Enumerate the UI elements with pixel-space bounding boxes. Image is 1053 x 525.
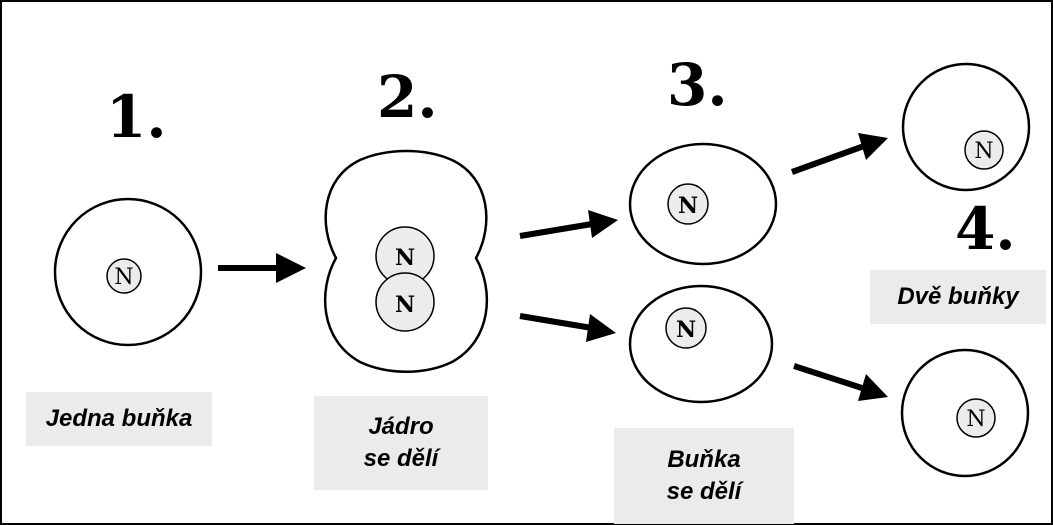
nucleus-label: N (966, 407, 985, 432)
caption-two-cells: Dvě buňky (870, 270, 1046, 324)
nucleus-label: N (974, 139, 993, 164)
step-number-1: 1. (106, 83, 167, 151)
arrow-3-to-4-upper (790, 133, 888, 175)
arrow-2-to-3-upper (519, 210, 618, 239)
caption-one-cell: Jedna buňka (26, 392, 212, 446)
stage-1-cell: N (53, 197, 203, 347)
stage-3-cell-upper: N (628, 142, 778, 266)
nucleus (665, 307, 707, 349)
nucleus-lower (375, 272, 435, 332)
step-number-4: 4. (955, 195, 1016, 263)
nucleus-label: N (114, 265, 133, 290)
nucleus (956, 398, 996, 438)
arrow-2-to-3-lower (519, 313, 616, 342)
arrow-1-to-2 (218, 253, 306, 283)
nucleus-label: N (676, 317, 696, 343)
stage-3-cell-lower: N (628, 284, 774, 404)
stage-4-cell-lower: N (900, 348, 1030, 478)
cell-membrane (628, 284, 774, 404)
arrow-3-to-4-lower (793, 363, 888, 401)
nucleus-label-upper: N (395, 245, 415, 271)
nucleus-label-lower: N (395, 292, 415, 318)
caption-one-cell-text: Jedna buňka (45, 404, 193, 432)
step-number-2: 2. (377, 63, 438, 131)
nucleus (667, 183, 709, 225)
nucleus (106, 258, 142, 294)
caption-nucleus-divides-line2: se dělí (363, 445, 439, 472)
nucleus (964, 130, 1004, 170)
caption-cell-divides-line1: Buňka (667, 445, 741, 473)
caption-cell-divides: Buňka se dělí (614, 428, 794, 524)
stage-2-cell: N N (323, 149, 489, 373)
caption-two-cells-text: Dvě buňky (897, 282, 1019, 310)
nucleus-label: N (678, 193, 698, 219)
caption-cell-divides-line2: se dělí (666, 478, 742, 505)
stage-4-cell-upper: N (901, 62, 1031, 192)
caption-nucleus-divides-line1: Jádro (368, 412, 434, 440)
step-number-3: 3. (667, 51, 728, 119)
cell-membrane (901, 62, 1031, 192)
caption-nucleus-divides: Jádro se dělí (314, 396, 488, 490)
